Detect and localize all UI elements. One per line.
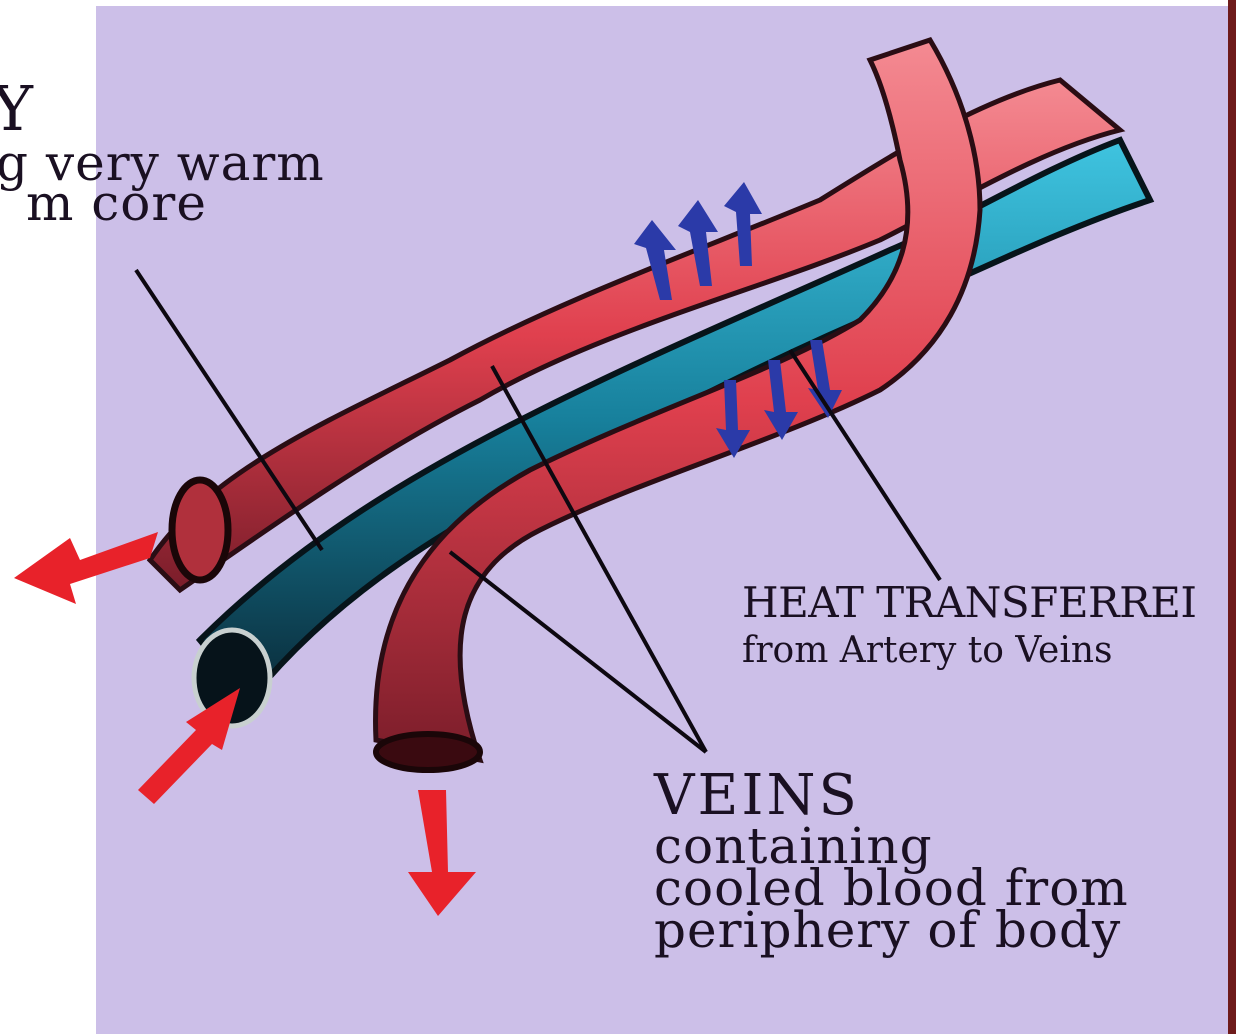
artery-label-line2: m core [26, 180, 207, 226]
veins-label-title: VEINS [654, 768, 860, 824]
flow-arrow-artery-in [138, 688, 240, 804]
heat-transfer-label: HEAT TRANSFERREI [742, 582, 1196, 624]
flow-arrow-down [408, 790, 476, 916]
veins-label-line3: periphery of body [654, 908, 1121, 952]
leader-line-veins-b [450, 552, 706, 752]
flow-arrow-left-out [14, 532, 158, 604]
upper-vein-opening [172, 480, 228, 580]
heat-transfer-sublabel: from Artery to Veins [742, 632, 1113, 670]
artery-label-title: Y [0, 78, 33, 140]
lower-vein-opening [376, 734, 480, 770]
